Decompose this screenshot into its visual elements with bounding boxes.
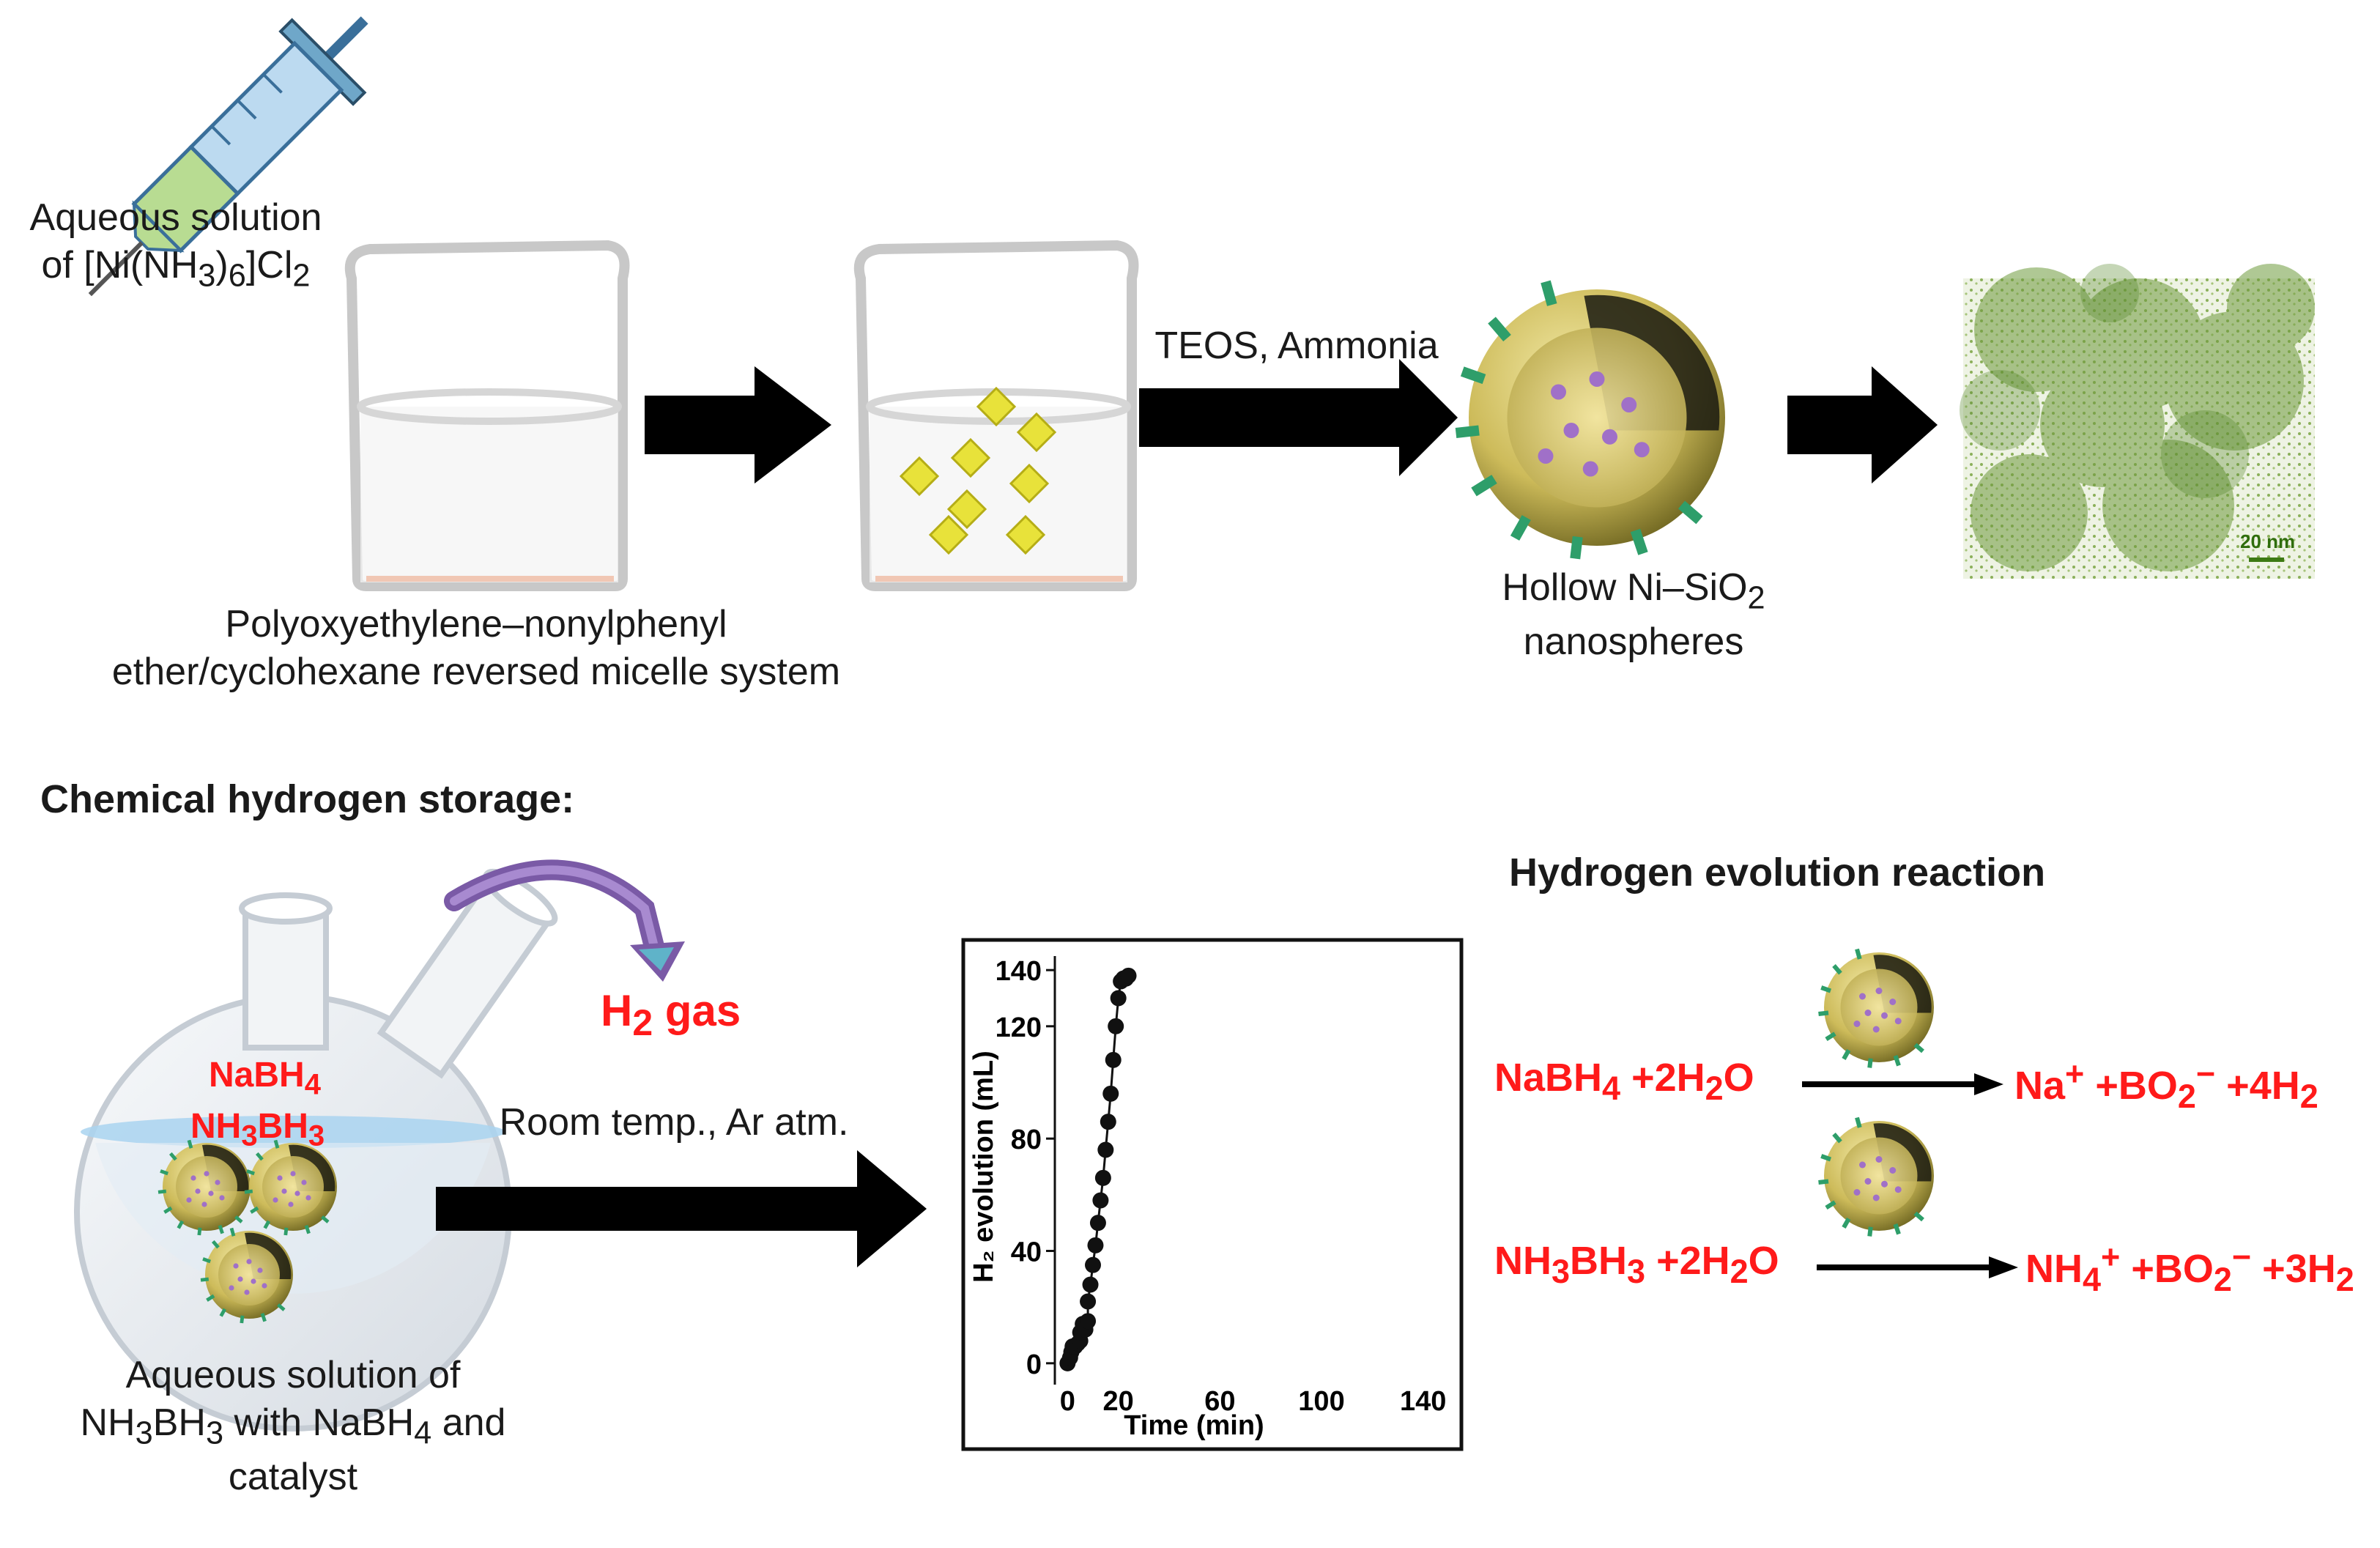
data-point: [1080, 1313, 1097, 1330]
her-title: Hydrogen evolution reaction: [1509, 851, 2046, 895]
y-tick-label: 120: [996, 1012, 1042, 1043]
data-point: [1085, 1256, 1101, 1273]
reaction-arrow-1: [1802, 1073, 2003, 1095]
beaker-empty-icon: [344, 240, 630, 591]
x-tick-label: 60: [1204, 1386, 1235, 1417]
tem-image: [1960, 264, 2315, 579]
eq1-right: Na+ +BO2− +4H2: [2014, 1055, 2318, 1115]
x-axis-label: Time (min): [1124, 1410, 1264, 1441]
arrow-2: [1139, 359, 1458, 476]
x-tick-label: 20: [1103, 1386, 1134, 1417]
data-point: [1087, 1237, 1104, 1253]
syringe-icon: [88, 16, 368, 297]
x-tick-label: 0: [1060, 1386, 1075, 1417]
y-tick-label: 40: [1011, 1237, 1042, 1268]
h2-gas-label: H2 gas: [601, 986, 741, 1043]
y-tick-label: 80: [1011, 1125, 1042, 1155]
eq1-left: NaBH4 +2H2O: [1494, 1056, 1754, 1107]
flask-label-nh3bh3: NH3BH3: [190, 1107, 325, 1152]
gas-release-arrow: [444, 859, 685, 982]
data-point: [1082, 1276, 1099, 1293]
reaction-arrow-2: [1817, 1256, 2018, 1278]
flask-caption: Aqueous solution of NH3BH3 with NaBH4 an…: [80, 1354, 506, 1498]
beaker-crystals-icon: [853, 240, 1139, 591]
data-point: [1110, 990, 1127, 1007]
series-line: [1066, 974, 1130, 1364]
arrow-4: [436, 1150, 927, 1267]
data-point: [1092, 1192, 1109, 1209]
data-point: [1120, 967, 1137, 984]
syringe-label: Aqueous solution of [Ni(NH3)6]Cl2: [29, 196, 322, 294]
flask-label-nabh4: NaBH4: [209, 1056, 321, 1101]
arrow-3: [1787, 366, 1938, 484]
x-tick-label: 140: [1400, 1386, 1446, 1417]
data-point: [1089, 1215, 1106, 1232]
data-point: [1094, 1169, 1111, 1186]
data-point: [1080, 1293, 1097, 1310]
data-point: [1100, 1114, 1116, 1130]
room-temp-label: Room temp., Ar atm.: [499, 1101, 849, 1144]
section-title: Chemical hydrogen storage:: [40, 777, 575, 821]
arrow-1: [645, 366, 831, 484]
eq2-right: NH4+ +BO2− +3H2: [2025, 1238, 2354, 1298]
tem-scale-label: 20 nm: [2240, 530, 2296, 552]
y-tick-label: 140: [996, 956, 1042, 987]
teos-label: TEOS, Ammonia: [1154, 325, 1439, 367]
sphere-label: Hollow Ni–SiO2 nanospheres: [1502, 566, 1765, 663]
y-tick-label: 0: [1026, 1349, 1042, 1380]
x-tick-label: 100: [1298, 1386, 1344, 1417]
data-point: [1102, 1085, 1119, 1102]
data-point: [1108, 1018, 1124, 1034]
data-point: [1097, 1141, 1114, 1158]
eq2-left: NH3BH3 +2H2O: [1494, 1239, 1779, 1290]
micelle-label: Polyoxyethylene–nonylphenyl ether/cycloh…: [111, 603, 841, 693]
y-axis-label: H₂ evolution (mL): [968, 1051, 999, 1283]
data-point: [1105, 1051, 1122, 1068]
